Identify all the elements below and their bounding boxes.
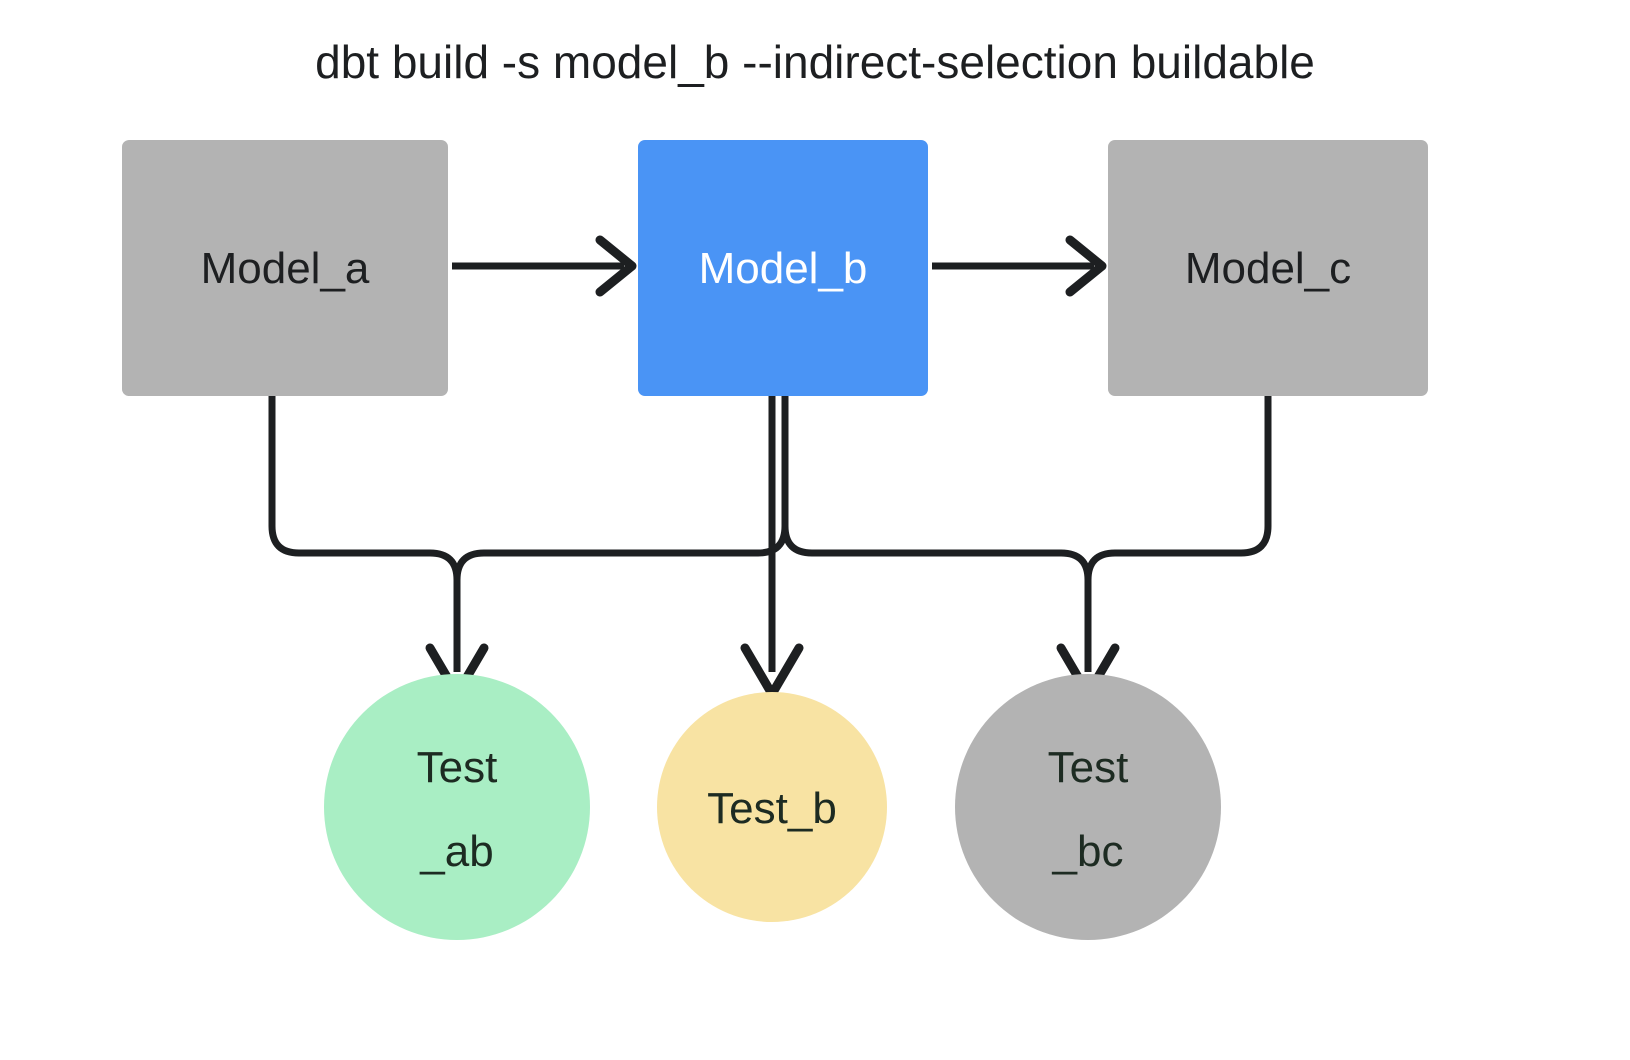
node-test-bc-label-line1: Test: [1048, 743, 1129, 792]
node-test-bc-label-line2: _bc: [1052, 827, 1124, 876]
diagram-title: dbt build -s model_b --indirect-selectio…: [315, 36, 1315, 88]
edge-line: [453, 396, 789, 581]
arrow-head-icon: [595, 235, 637, 297]
arrow-head-icon: [1065, 235, 1107, 297]
node-test-ab-label-line1: Test: [417, 743, 498, 792]
node-model-c-label: Model_c: [1185, 244, 1351, 293]
test-nodes-layer: Test _ab Test_b Test _bc: [324, 674, 1221, 940]
node-model-b-label: Model_b: [699, 244, 868, 293]
edge-model-b-to-model-c: [932, 235, 1107, 297]
node-model-b-shape[interactable]: [638, 140, 928, 396]
node-test-ab-shape[interactable]: [324, 674, 590, 940]
node-model-c-shape[interactable]: [1108, 140, 1428, 396]
node-test-ab[interactable]: Test _ab: [324, 674, 590, 940]
edge-line: [268, 396, 461, 672]
node-model-a-shape[interactable]: [122, 140, 448, 396]
edge-model-b-to-test-bc: [781, 396, 1120, 699]
node-test-bc-shape[interactable]: [955, 674, 1221, 940]
edge-model-c-to-test-bc: [1084, 396, 1272, 581]
node-model-c[interactable]: Model_c: [1108, 140, 1428, 396]
edge-line: [781, 396, 1092, 672]
edge-model-a-to-test-ab: [268, 396, 489, 699]
edge-model-a-to-model-b: [452, 235, 637, 297]
edge-model-b-to-test-ab: [453, 396, 789, 581]
node-model-b[interactable]: Model_b: [638, 140, 928, 396]
node-model-a[interactable]: Model_a: [122, 140, 448, 396]
node-test-b-label: Test_b: [707, 784, 837, 833]
edge-line: [1084, 396, 1272, 581]
node-test-b-shape[interactable]: [657, 692, 887, 922]
model-nodes-layer: Model_a Model_b Model_c: [122, 140, 1428, 396]
node-test-ab-label-line2: _ab: [419, 827, 493, 876]
node-model-a-label: Model_a: [201, 244, 370, 293]
node-test-bc[interactable]: Test _bc: [955, 674, 1221, 940]
node-test-b[interactable]: Test_b: [657, 692, 887, 922]
